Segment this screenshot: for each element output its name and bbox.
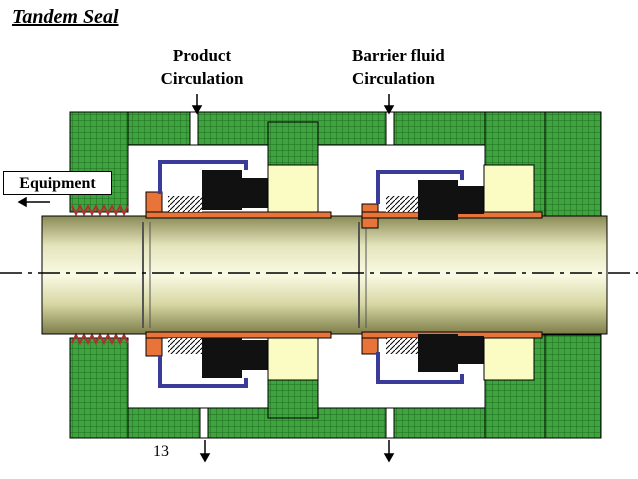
housing xyxy=(69,111,602,439)
product-circulation-label: Product Circulation xyxy=(150,44,254,90)
page-title: Tandem Seal xyxy=(12,6,119,28)
product-label-line1: Product xyxy=(172,46,232,65)
seal-2 xyxy=(361,164,543,384)
equipment-label: Equipment xyxy=(3,171,112,195)
page-number: 13 xyxy=(153,443,169,460)
product-label-line2: Circulation xyxy=(160,69,244,88)
barrier-label-line1: Barrier fluid xyxy=(352,46,445,65)
flow-arrows xyxy=(17,94,395,463)
seal-1 xyxy=(145,160,332,388)
shaft xyxy=(41,215,608,335)
labyrinth-seal xyxy=(71,203,129,346)
barrier-fluid-circulation-label: Barrier fluid Circulation xyxy=(352,44,476,90)
barrier-label-line2: Circulation xyxy=(352,69,435,88)
